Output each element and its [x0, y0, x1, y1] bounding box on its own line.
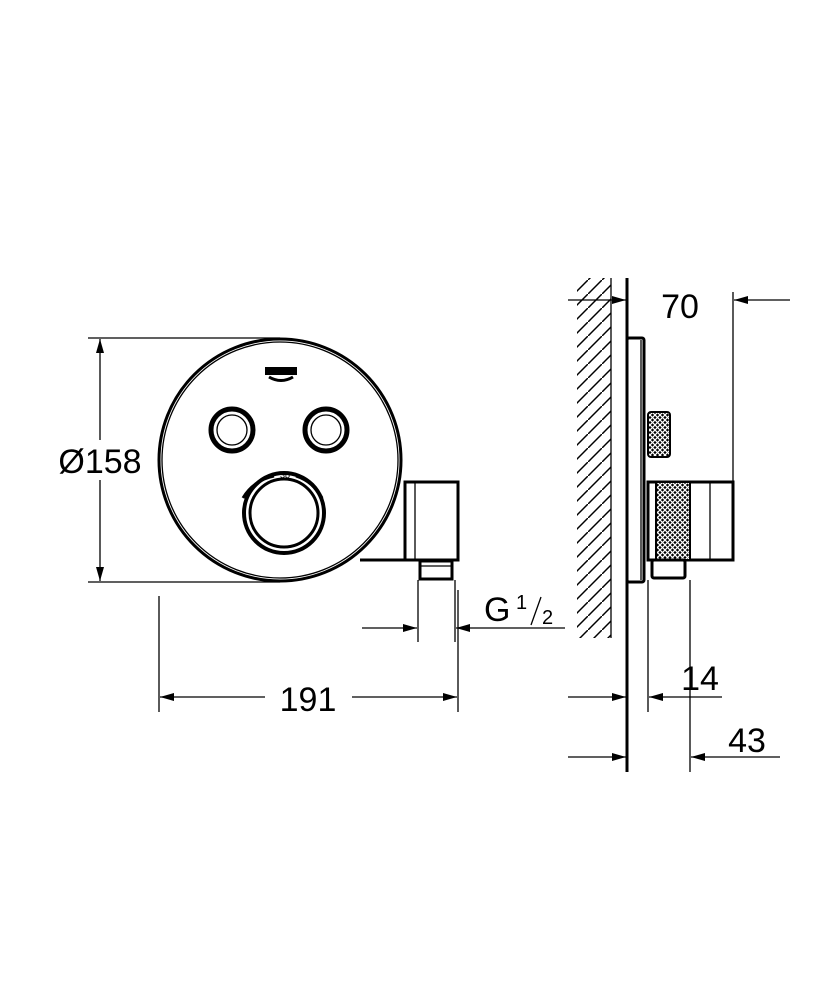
- depth-43-label: 43: [728, 722, 766, 760]
- thread-g-label: G: [484, 591, 510, 629]
- width-label: 191: [280, 681, 337, 719]
- front-view: 38: [157, 337, 460, 583]
- button-right: [302, 406, 350, 454]
- depth-14-dimension: 14: [568, 580, 722, 712]
- cover-plate: [157, 337, 403, 583]
- shower-outlet-elbow: [360, 480, 460, 581]
- side-view: [577, 278, 735, 772]
- side-outlet-elbow: [646, 480, 735, 580]
- depth-70-dimension: 70: [568, 288, 790, 482]
- depth-70-label: 70: [661, 288, 699, 326]
- thread-numerator: 1: [516, 592, 527, 614]
- depth-14-label: 14: [681, 660, 719, 698]
- button-left: [208, 406, 256, 454]
- diameter-dimension: Ø158: [48, 337, 280, 583]
- thread-denominator: 2: [542, 607, 553, 629]
- thread-dimension: G 1 2: [362, 580, 565, 642]
- thermostat-knob: 38: [241, 470, 326, 555]
- grohe-logo: [265, 367, 297, 382]
- width-dimension: 191: [158, 590, 459, 719]
- side-plate: [625, 336, 646, 584]
- knob-knurled-side: [647, 411, 671, 458]
- wall-hatching: [577, 278, 611, 638]
- diameter-label: Ø158: [58, 443, 141, 481]
- depth-43-dimension: 43: [568, 580, 780, 772]
